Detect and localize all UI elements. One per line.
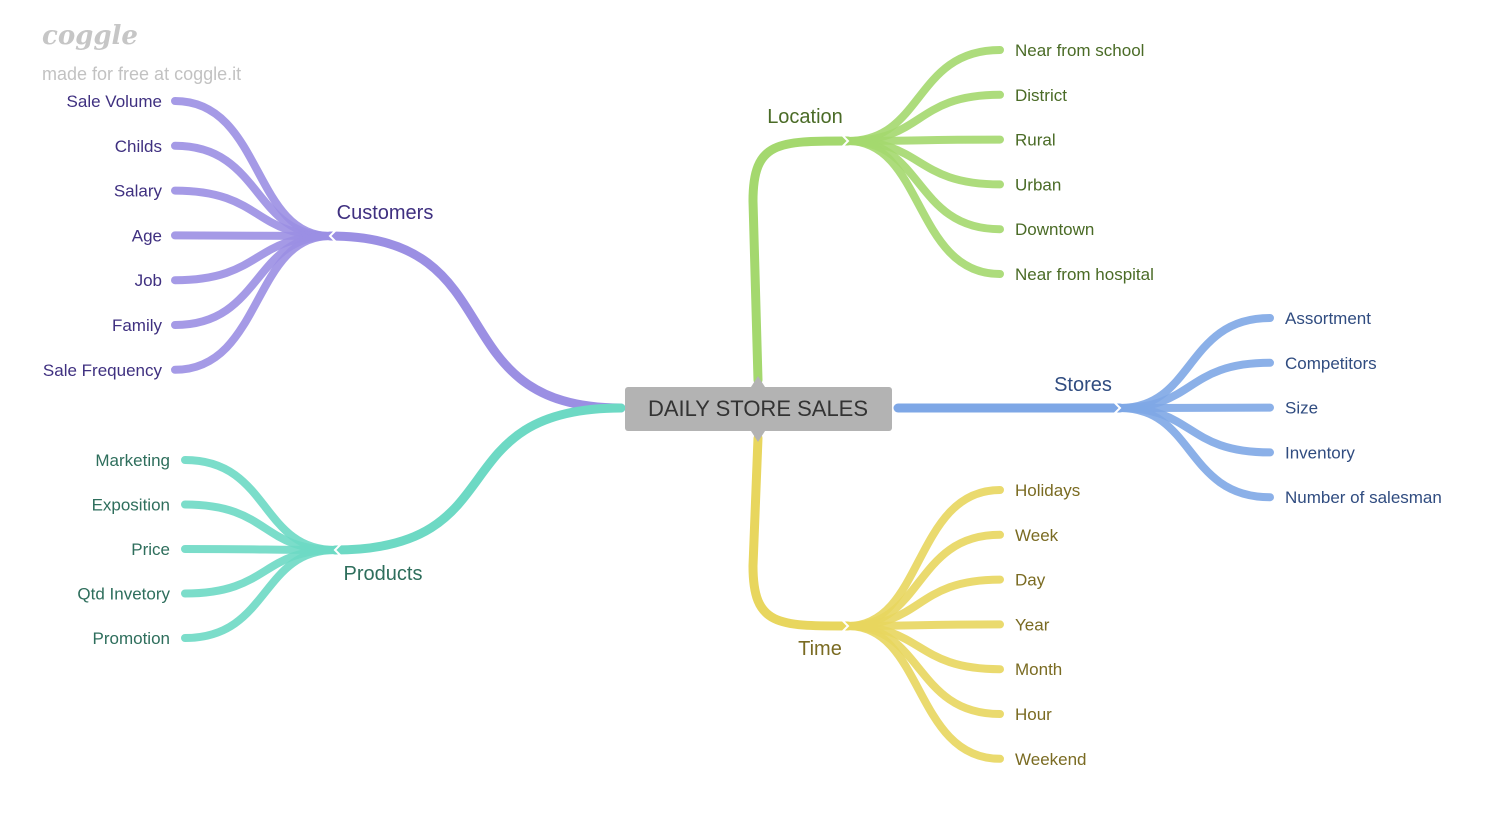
child-label-stores[interactable]: Competitors [1285, 354, 1377, 373]
child-label-products[interactable]: Promotion [93, 629, 170, 648]
connector-location [748, 136, 853, 385]
connector-stores-child [1116, 404, 1274, 502]
child-label-time[interactable]: Month [1015, 660, 1062, 679]
branch-label-stores[interactable]: Stores [1054, 374, 1112, 396]
root-node[interactable]: DAILY STORE SALES [625, 376, 892, 442]
child-label-stores[interactable]: Assortment [1285, 309, 1371, 328]
child-label-stores[interactable]: Inventory [1285, 443, 1355, 462]
root-label: DAILY STORE SALES [648, 396, 868, 421]
root-notch-top [751, 376, 765, 387]
root-notch-bottom [751, 431, 765, 442]
made-for-free-link[interactable]: made for free at coggle.it [42, 64, 241, 84]
branch-label-customers[interactable]: Customers [337, 202, 434, 224]
child-label-stores[interactable]: Number of salesman [1285, 488, 1442, 507]
child-label-time[interactable]: Hour [1015, 705, 1052, 724]
hub-notch-stores [1113, 401, 1122, 415]
child-label-time[interactable]: Weekend [1015, 750, 1087, 769]
root-node-box[interactable] [625, 387, 892, 431]
child-label-customers[interactable]: Age [132, 226, 162, 245]
hub-notch-products [333, 543, 342, 557]
child-label-customers[interactable]: Job [135, 271, 162, 290]
branch-label-products[interactable]: Products [344, 563, 423, 585]
coggle-watermark: coggle made for free at coggle.it [42, 21, 241, 84]
hub-notch-customers [328, 229, 337, 243]
connector-time [748, 433, 853, 631]
connector-customers-child [171, 97, 334, 240]
connector-customers-child [171, 232, 334, 374]
child-label-location[interactable]: Rural [1015, 131, 1056, 150]
child-label-time[interactable]: Week [1015, 526, 1059, 545]
child-label-products[interactable]: Qtd Invetory [77, 585, 170, 604]
connector-time-child [844, 622, 1004, 763]
connector-products-child [181, 546, 339, 642]
child-label-time[interactable]: Holidays [1015, 481, 1080, 500]
child-label-location[interactable]: District [1015, 86, 1067, 105]
hub-notch-time [841, 619, 850, 633]
child-label-customers[interactable]: Sale Volume [67, 92, 162, 111]
child-label-location[interactable]: Near from school [1015, 41, 1144, 60]
child-label-location[interactable]: Near from hospital [1015, 265, 1154, 284]
child-label-stores[interactable]: Size [1285, 399, 1318, 418]
child-label-customers[interactable]: Family [112, 316, 163, 335]
child-label-time[interactable]: Day [1015, 571, 1046, 590]
connector-products [330, 403, 626, 555]
child-label-products[interactable]: Price [131, 540, 170, 559]
branch-label-time[interactable]: Time [798, 638, 842, 660]
child-label-customers[interactable]: Childs [115, 137, 162, 156]
connector-customers [325, 231, 626, 413]
mindmap-nodes: Customers Sale VolumeChildsSalaryAgeJobFa… [43, 41, 1442, 769]
child-label-products[interactable]: Exposition [92, 496, 170, 515]
child-label-location[interactable]: Downtown [1015, 220, 1094, 239]
connector-time-child [844, 486, 1004, 630]
hub-notch-location [841, 134, 850, 148]
child-label-location[interactable]: Urban [1015, 175, 1061, 194]
child-label-products[interactable]: Marketing [95, 451, 170, 470]
child-label-time[interactable]: Year [1015, 615, 1050, 634]
child-label-customers[interactable]: Sale Frequency [43, 361, 163, 380]
coggle-logo: coggle [42, 21, 138, 51]
branch-connectors [171, 46, 1274, 763]
branch-label-location[interactable]: Location [767, 106, 843, 128]
connector-location-child [844, 137, 1004, 278]
child-label-customers[interactable]: Salary [114, 182, 163, 201]
